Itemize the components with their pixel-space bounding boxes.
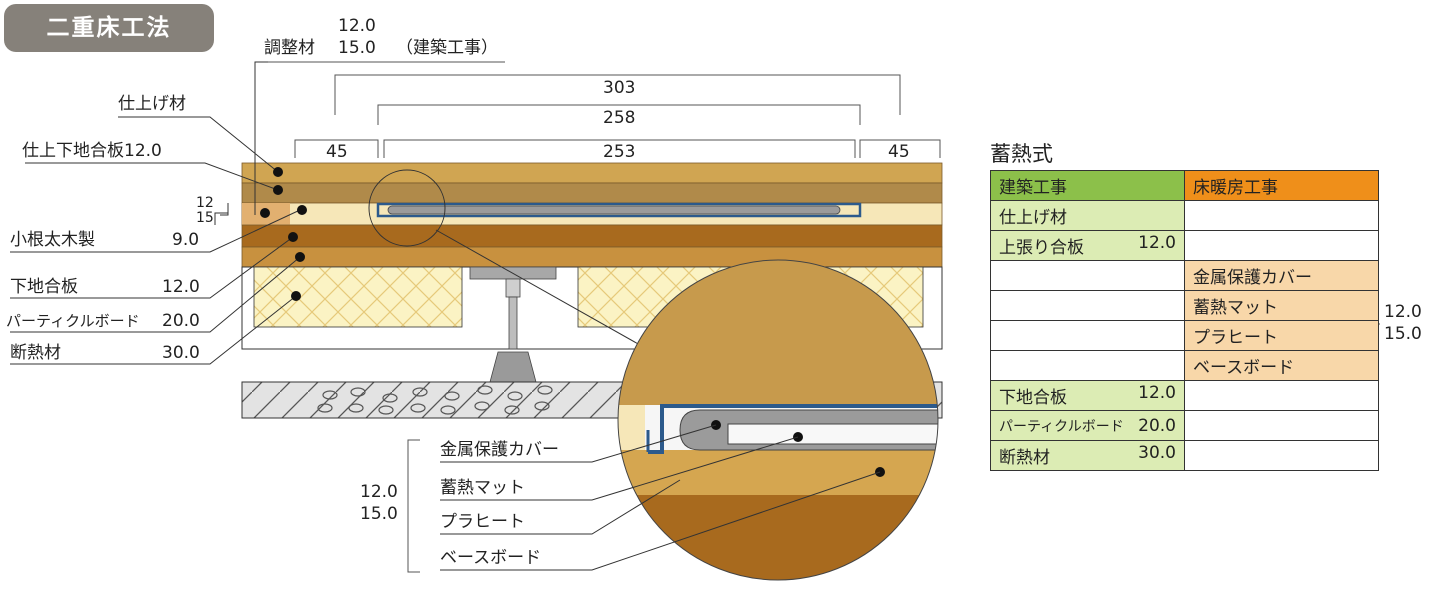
cell-right: プラヒート xyxy=(1184,320,1379,351)
cell-left xyxy=(990,350,1185,381)
cell-left: 仕上げ材 xyxy=(990,200,1185,231)
thick-12: 12 xyxy=(196,195,214,211)
cell-right xyxy=(1184,380,1379,411)
leader-dots xyxy=(260,167,307,301)
cell-left xyxy=(990,290,1185,321)
dim-253: 253 xyxy=(603,142,636,162)
label-particle-board: パーティクルボード xyxy=(6,312,140,330)
left-leaders xyxy=(10,61,301,365)
adjust-note: （建築工事） xyxy=(396,38,498,58)
label-base-plywood: 下地合板 xyxy=(10,277,78,297)
detail-label-cover: 金属保護カバー xyxy=(440,440,559,460)
panel-bracket-value-12: 12.0 xyxy=(1384,302,1422,322)
adjust-label: 調整材 xyxy=(264,38,315,58)
detail-label-plaheat: プラヒート xyxy=(440,512,525,532)
label-finish: 仕上げ材 xyxy=(118,94,186,114)
dimension-lines xyxy=(255,61,941,158)
title-badge: 二重床工法 xyxy=(4,4,214,52)
value-insulation: 30.0 xyxy=(162,343,200,363)
zoom-source-circle xyxy=(368,169,446,247)
dim-303: 303 xyxy=(603,78,636,98)
cell-right xyxy=(1184,200,1379,231)
cell-right xyxy=(1184,230,1379,261)
cell-right: 金属保護カバー xyxy=(1184,260,1379,291)
panel-header-row: 建築工事 床暖房工事 xyxy=(990,170,1379,201)
detail-leaders xyxy=(440,424,881,571)
dim-45-right: 45 xyxy=(888,142,910,162)
adjust-value-12: 12.0 xyxy=(338,16,376,36)
dim-258: 258 xyxy=(603,108,636,128)
detail-label-baseboard: ベースボード xyxy=(440,548,542,568)
header-building: 建築工事 xyxy=(990,170,1185,201)
dim-45-left: 45 xyxy=(326,142,348,162)
detail-bracket xyxy=(407,439,420,573)
cell-right: ベースボード xyxy=(1184,350,1379,381)
detail-thick-12: 12.0 xyxy=(360,482,398,502)
table-row: 仕上げ材 xyxy=(990,200,1379,231)
cell-left xyxy=(990,260,1185,291)
cell-left xyxy=(990,320,1185,351)
panel-title: 蓄熱式 xyxy=(990,142,1053,166)
adjust-value-15: 15.0 xyxy=(338,38,376,58)
header-heating: 床暖房工事 xyxy=(1184,170,1379,201)
cell-right xyxy=(1184,410,1379,441)
label-joist: 小根太木製 xyxy=(10,230,95,250)
table-row: 金属保護カバー xyxy=(990,260,1379,291)
value-base-plywood: 12.0 xyxy=(162,277,200,297)
panel-bracket-value-15: 15.0 xyxy=(1384,324,1422,344)
table-row: 蓄熱マット xyxy=(990,290,1379,321)
value-particle-board: 20.0 xyxy=(162,311,200,331)
label-insulation: 断熱材 xyxy=(10,343,61,363)
value-joist: 9.0 xyxy=(172,230,200,250)
label-sub-plywood: 仕上下地合板12.0 xyxy=(22,141,162,161)
thick-15: 15 xyxy=(196,210,214,226)
detail-label-mat: 蓄熱マット xyxy=(440,478,525,498)
cell-right xyxy=(1184,440,1379,471)
table-row: ベースボード xyxy=(990,350,1379,381)
table-row: プラヒート xyxy=(990,320,1379,351)
detail-thick-15: 15.0 xyxy=(360,504,398,524)
cell-right: 蓄熱マット xyxy=(1184,290,1379,321)
